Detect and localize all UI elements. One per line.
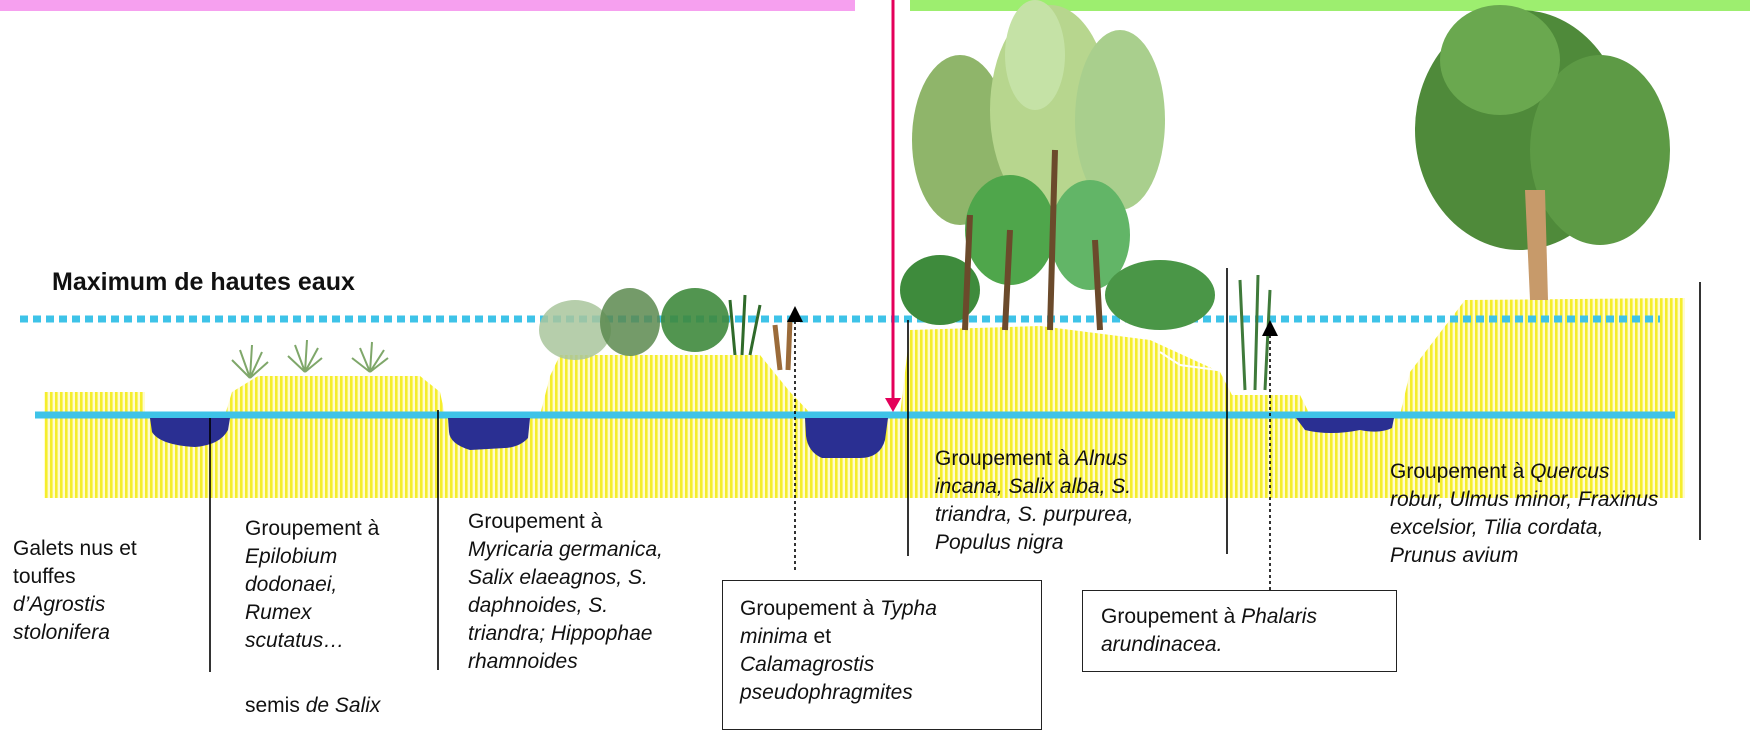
label-myricaria-italic1: Myricaria germanica, xyxy=(468,536,663,564)
water-pool-4 xyxy=(1296,418,1394,433)
label-galets: Galets nus et touffes d’Agrostis stoloni… xyxy=(13,535,137,647)
reeds-phalaris xyxy=(1240,275,1270,390)
tree-quercus xyxy=(1415,5,1670,300)
label-myricaria-prefix: Groupement à xyxy=(468,508,663,536)
label-alnus: Groupement à Alnus incana, Salix alba, S… xyxy=(935,445,1133,557)
label-alnus-italic4: Populus nigra xyxy=(935,531,1063,554)
grass-tufts-epilobium xyxy=(232,340,388,378)
label-typha-italic3: Calamagrostis xyxy=(740,653,874,676)
label-typha-italic1: Typha xyxy=(880,597,937,620)
water-pool-3 xyxy=(805,418,888,458)
label-epilobium-italic4: scutatus… xyxy=(245,627,379,655)
label-quercus-prefix: Groupement à xyxy=(1390,460,1530,483)
label-phalaris-prefix: Groupement à xyxy=(1101,605,1241,628)
label-semis-italic: de Salix xyxy=(306,694,381,717)
label-quercus-italic3: excelsior, Tilia cordata, xyxy=(1390,516,1603,539)
label-galets-italic1: d’Agrostis xyxy=(13,591,137,619)
label-alnus-italic3: triandra, S. purpurea, xyxy=(935,503,1133,526)
label-galets-line1: Galets nus et xyxy=(13,535,137,563)
label-epilobium-italic1: Epilobium xyxy=(245,543,379,571)
label-alnus-italic2: incana, Salix alba, S. xyxy=(935,475,1131,498)
label-alnus-prefix: Groupement à xyxy=(935,447,1075,470)
pink-pointer-head xyxy=(885,398,901,412)
label-epilobium: Groupement à Epilobium dodonaei, Rumex s… xyxy=(245,515,379,655)
label-galets-italic2: stolonifera xyxy=(13,619,137,647)
label-myricaria-italic4: triandra; Hippophae xyxy=(468,620,663,648)
label-epilobium-italic2: dodonaei, xyxy=(245,571,379,599)
label-typha-mid: et xyxy=(808,625,831,648)
label-myricaria-italic3: daphnoides, S. xyxy=(468,592,663,620)
max-water-label: Maximum de hautes eaux xyxy=(52,268,355,297)
water-pool-2 xyxy=(448,418,530,450)
label-myricaria-italic2: Salix elaeagnos, S. xyxy=(468,564,663,592)
label-quercus: Groupement à Quercus robur, Ulmus minor,… xyxy=(1390,458,1658,570)
label-semis: semis de Salix xyxy=(245,692,380,720)
box-typha: Groupement à Typha minima et Calamagrost… xyxy=(722,580,1042,730)
label-epilobium-prefix: Groupement à xyxy=(245,515,379,543)
label-galets-line2: touffes xyxy=(13,563,137,591)
label-quercus-italic4: Prunus avium xyxy=(1390,544,1518,567)
label-quercus-italic2: robur, Ulmus minor, Fraxinus xyxy=(1390,488,1658,511)
label-epilobium-italic3: Rumex xyxy=(245,599,379,627)
label-alnus-italic1: Alnus xyxy=(1075,447,1128,470)
forest-alnus-salix xyxy=(900,0,1215,330)
label-typha-prefix: Groupement à xyxy=(740,597,880,620)
label-phalaris-italic2: arundinacea. xyxy=(1101,633,1222,656)
label-typha-italic4: pseudophragmites xyxy=(740,681,913,704)
label-quercus-italic1: Quercus xyxy=(1530,460,1609,483)
label-phalaris-italic1: Phalaris xyxy=(1241,605,1317,628)
label-myricaria-italic5: rhamnoides xyxy=(468,648,663,676)
label-myricaria: Groupement à Myricaria germanica, Salix … xyxy=(468,508,663,676)
top-left-banner xyxy=(0,0,855,11)
label-typha-italic2: minima xyxy=(740,625,808,648)
label-semis-prefix: semis xyxy=(245,694,306,717)
box-phalaris: Groupement à Phalaris arundinacea. xyxy=(1082,590,1397,672)
